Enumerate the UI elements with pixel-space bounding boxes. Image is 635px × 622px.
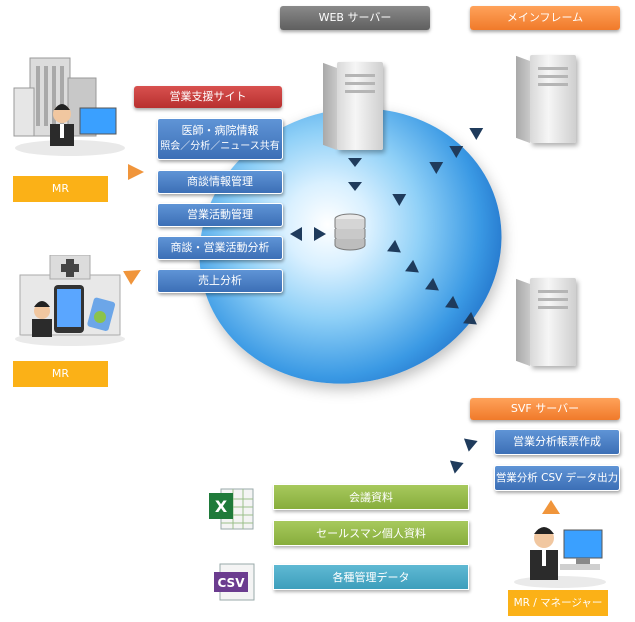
output-salesman-materials: セールスマン個人資料 — [273, 520, 469, 546]
arrow-icon — [314, 227, 326, 241]
mr-label-top: MR — [13, 176, 108, 202]
service-line: 医師・病院情報 — [181, 124, 259, 137]
hospital-smartphone-icon — [10, 254, 130, 347]
output-management-data: 各種管理データ — [273, 564, 469, 590]
svf-csv-output: 営業分析 CSV データ出力 — [494, 465, 620, 491]
mr-label-mid: MR — [13, 361, 108, 387]
office-building-icon — [10, 48, 130, 158]
svf-server-icon — [530, 278, 576, 366]
service-deal-info: 商談情報管理 — [157, 170, 283, 194]
service-sales-analysis: 売上分析 — [157, 269, 283, 293]
svf-report-creation: 営業分析帳票作成 — [494, 429, 620, 455]
mainframe-label: メインフレーム — [470, 6, 620, 30]
arrow-icon — [469, 121, 487, 141]
arrow-icon — [463, 434, 481, 452]
svf-server-label: SVF サーバー — [470, 398, 620, 420]
excel-file-icon: X — [207, 485, 255, 531]
csv-file-icon: CSV — [212, 562, 258, 602]
service-line: 照会／分析／ニュース共有 — [160, 141, 280, 152]
arrow-icon — [449, 456, 467, 474]
mr-manager-label: MR / マネージャー — [508, 590, 608, 616]
excel-letter: X — [215, 497, 228, 516]
orange-arrow-icon — [128, 164, 144, 180]
web-server-icon — [337, 62, 383, 150]
database-icon — [333, 212, 367, 252]
orange-arrow-icon — [542, 500, 560, 514]
csv-letters: CSV — [218, 576, 246, 590]
mainframe-server-icon — [530, 55, 576, 143]
service-sales-activity: 営業活動管理 — [157, 203, 283, 227]
manager-person-icon — [510, 518, 610, 588]
output-meeting-materials: 会議資料 — [273, 484, 469, 510]
web-server-label: WEB サーバー — [280, 6, 430, 30]
service-deal-analysis: 商談・営業活動分析 — [157, 236, 283, 260]
sales-site-label: 営業支援サイト — [134, 86, 282, 108]
arrow-icon — [348, 158, 362, 167]
arrow-icon — [290, 227, 302, 241]
arrow-icon — [348, 182, 362, 191]
service-doctor-hospital-info: 医師・病院情報 照会／分析／ニュース共有 — [157, 118, 283, 160]
